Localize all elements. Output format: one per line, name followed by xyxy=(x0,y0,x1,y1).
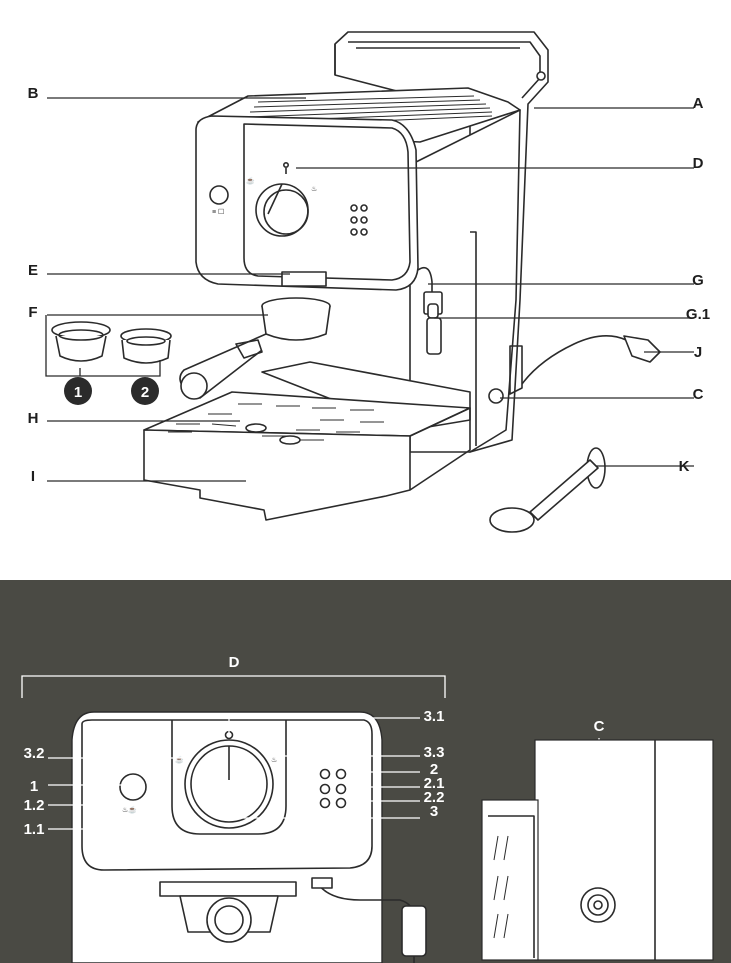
filter-baskets: 1 2 xyxy=(45,315,172,405)
detail-label-3-2: 3.2 xyxy=(24,745,45,762)
inset-switch-icon xyxy=(580,887,616,923)
svg-text:♨: ♨ xyxy=(311,185,317,193)
frothing-nozzle xyxy=(426,317,442,355)
control-head: ≡ ☐ ☕ ♨ xyxy=(195,115,419,291)
badge-1-label: 1 xyxy=(74,384,82,401)
control-panel-closeup: ☕ ♨ ♨☕ xyxy=(71,711,427,963)
label-H: H xyxy=(28,410,39,427)
drip-tray xyxy=(143,361,471,521)
detail-label-2-1: 2.1 xyxy=(424,775,445,792)
closeup-indicator-lights-icon xyxy=(319,768,347,809)
label-K: K xyxy=(679,458,690,475)
label-B: B xyxy=(28,85,39,102)
detail-label-1: 1 xyxy=(30,778,38,795)
measuring-spoon xyxy=(489,447,606,533)
svg-text:♨☕: ♨☕ xyxy=(122,805,137,814)
detail-label-3-3: 3.3 xyxy=(424,744,445,761)
badge-2-icon xyxy=(131,377,159,405)
detail-label-1-2: 1.2 xyxy=(24,797,45,814)
side-switch-icon xyxy=(488,388,504,404)
detail-label-1-1: 1.1 xyxy=(24,821,45,838)
brew-head xyxy=(281,271,327,287)
label-G1: G.1 xyxy=(686,306,710,323)
detail-label-3: 3 xyxy=(430,803,438,820)
label-E: E xyxy=(28,262,38,279)
label-I: I xyxy=(31,468,35,485)
detail-label-2: 2 xyxy=(430,761,438,778)
plug-icon xyxy=(623,335,661,363)
detail-bracket xyxy=(21,675,446,698)
indicator-lights-icon xyxy=(350,204,368,236)
portafilter xyxy=(179,297,331,400)
overview-illustration: ≡ ☐ ☕ ♨ xyxy=(28,31,710,533)
power-cord xyxy=(521,335,661,385)
closeup-selector-knob-icon xyxy=(184,739,274,829)
label-A: A xyxy=(693,95,704,112)
svg-text:≡ ☐: ≡ ☐ xyxy=(212,208,224,216)
detail-title-D: D xyxy=(229,654,240,671)
badge-2-label: 2 xyxy=(141,384,149,401)
detail-panel: D ☕ ♨ ♨☕ xyxy=(0,580,731,963)
closeup-power-button-icon xyxy=(119,773,147,801)
power-button-icon xyxy=(209,185,229,205)
label-D: D xyxy=(693,155,704,172)
detail-label-2-2: 2.2 xyxy=(424,789,445,806)
badge-1-icon xyxy=(64,377,92,405)
svg-text:♨: ♨ xyxy=(271,756,277,764)
detail-label-3-1: 3.1 xyxy=(424,708,445,725)
svg-text:☕: ☕ xyxy=(175,755,184,764)
label-C: C xyxy=(693,386,704,403)
label-G: G xyxy=(692,272,704,289)
label-F: F xyxy=(28,304,37,321)
inset-switch-closeup: C xyxy=(481,718,714,961)
svg-text:☕: ☕ xyxy=(246,176,255,185)
label-J: J xyxy=(694,344,702,361)
inset-title-C: C xyxy=(594,718,605,735)
tank-release-icon xyxy=(536,71,546,81)
